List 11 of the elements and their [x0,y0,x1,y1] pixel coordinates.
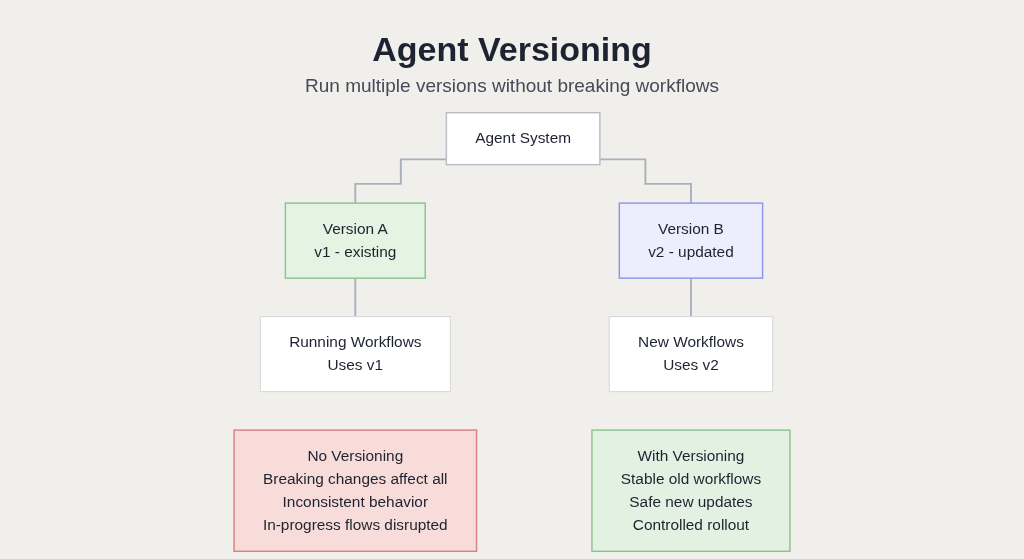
node-box: New Workflows Uses v2 [608,316,774,393]
node-box: Version A v1 - existing [284,202,426,279]
node-box: Version B v2 - updated [618,202,764,279]
node-box: Running Workflows Uses v1 [259,316,451,393]
connector [690,277,692,318]
subtitle: Run multiple versions without breaking workflows [305,75,719,97]
node-box: Agent System [445,111,601,166]
connector [354,277,357,318]
node-box: No Versioning Breaking changes affect all Inconsistent behavior In-progress flows disrupted [233,429,478,553]
node-box: With Versioning Stable old workflows Safe new updates Controlled rollout [591,429,791,553]
title: Agent Versioning [372,30,652,69]
